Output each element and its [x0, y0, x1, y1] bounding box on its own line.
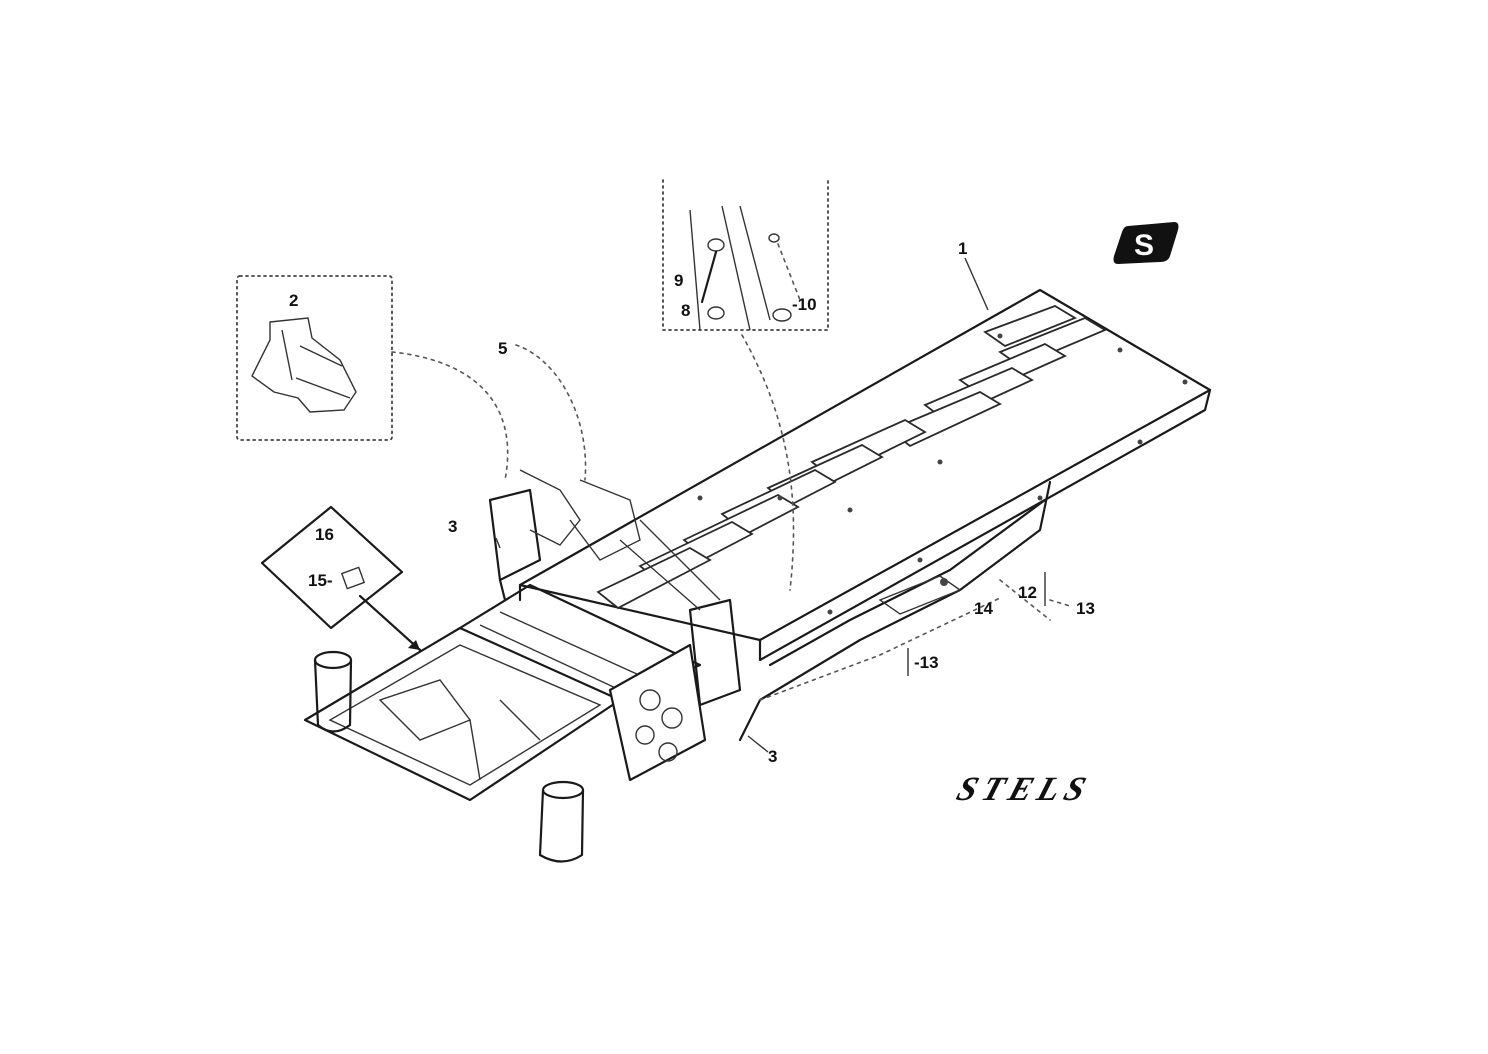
frame-tubes: [313, 650, 585, 863]
frame-side-rail: [738, 480, 1052, 742]
callout-13-right: 13: [1076, 599, 1095, 618]
callout-1: 1: [958, 239, 967, 258]
detail-box-fasteners: [662, 179, 829, 331]
detail-box-bracket: [236, 275, 393, 441]
brand-logo-icon: S: [1113, 222, 1179, 264]
callout-14: 14: [974, 599, 993, 618]
callout-12: 12: [1018, 583, 1037, 602]
callout-15: 15-: [308, 571, 333, 590]
callout-13-lower: -13: [914, 653, 939, 672]
callout-3-lower: 3: [768, 747, 777, 766]
frame-platform: [518, 288, 1212, 662]
brand-wordmark: STELS: [952, 770, 1096, 808]
callout-5: 5: [498, 339, 507, 358]
detail-box-plate: [260, 505, 422, 652]
leader-lines: [391, 257, 1071, 753]
frame-front-section: [303, 469, 742, 802]
platform-slots: [596, 305, 1107, 610]
callout-2: 2: [289, 291, 298, 310]
callout-10: -10: [792, 295, 817, 314]
callout-3-upper: 3: [448, 517, 457, 536]
callouts: 1 2 3 3 5 8 9 -10 12 13 -13 14 15- 16: [289, 239, 1095, 766]
callout-9: 9: [674, 271, 683, 290]
callout-8: 8: [681, 301, 690, 320]
callout-16: 16: [315, 525, 334, 544]
brand-logo-letter: S: [1134, 229, 1154, 262]
